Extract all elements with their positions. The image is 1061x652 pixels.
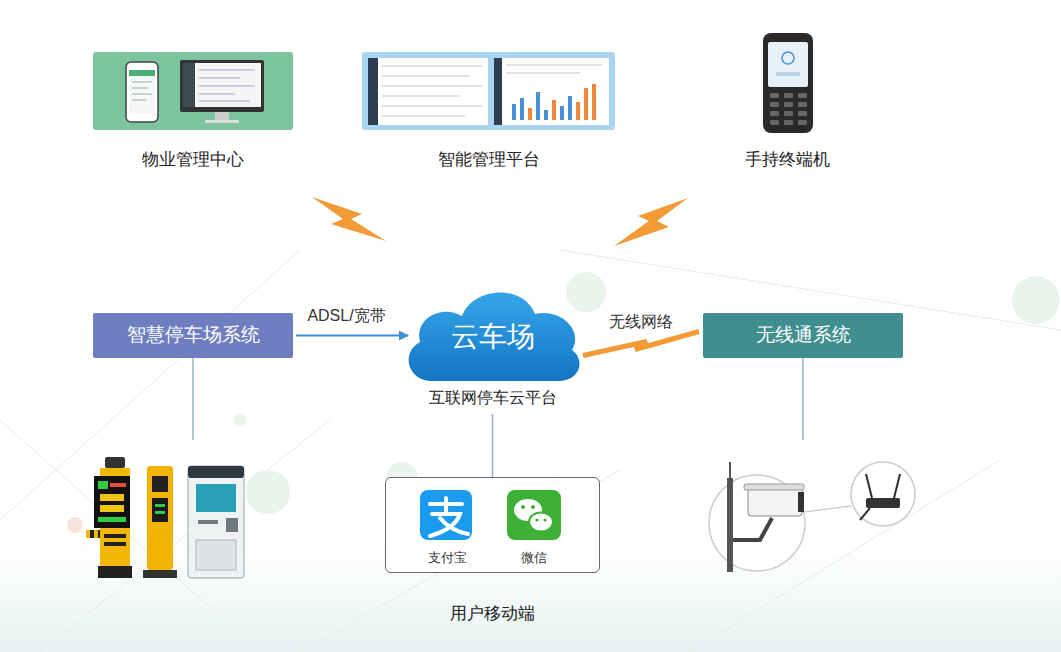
camera-body — [748, 488, 802, 516]
handheld-terminal: 手持终端机 — [737, 33, 837, 177]
lightning-bolt — [312, 197, 386, 241]
node-text: 云车场 — [451, 320, 535, 354]
cloud-platform: 云车场互联网停车云平台 — [400, 278, 585, 410]
screenshot-lines — [506, 65, 602, 73]
connector-line — [492, 414, 494, 477]
parking-equipment — [86, 457, 244, 578]
bar-chart — [512, 84, 596, 120]
monitor-stand — [215, 112, 229, 120]
deco-line — [0, 420, 260, 652]
deco-line — [300, 470, 620, 652]
camera-arm — [733, 518, 772, 540]
screenshot — [494, 58, 609, 125]
node-text: 互联网停车云平台 — [429, 388, 557, 407]
handheld-illustration — [763, 33, 813, 133]
edge-label: 无线网络 — [606, 312, 676, 331]
platform-illustration — [362, 52, 615, 130]
edge-label: ADSL/宽带 — [304, 306, 388, 325]
device-field — [776, 72, 800, 76]
management-center-panel: 物业管理中心 — [93, 52, 293, 177]
kiosk — [147, 466, 173, 570]
panel-ground — [362, 52, 615, 130]
network-lines — [0, 250, 1061, 652]
device-body — [763, 33, 813, 133]
phone-header — [129, 70, 155, 76]
monitor — [180, 60, 264, 112]
deco-line — [690, 460, 1000, 652]
barrier-arm — [86, 530, 102, 538]
monitor-screen — [183, 63, 261, 107]
node-text: 智慧停车场系统 — [127, 324, 260, 347]
device-logo — [782, 52, 794, 64]
phone — [126, 62, 158, 122]
smart-platform-panel: 智能管理平台 — [362, 52, 615, 177]
kiosk-base — [143, 570, 177, 578]
phone-screen — [129, 70, 155, 114]
gate-camera — [105, 457, 125, 468]
device-screen — [768, 42, 808, 87]
management-illustration — [93, 52, 293, 130]
deco-line — [40, 420, 330, 652]
deco-dot — [67, 517, 83, 533]
node-text: 支付宝 — [428, 550, 467, 566]
gate-screen — [94, 476, 130, 528]
wireless-bolt — [583, 332, 699, 356]
connector-line — [296, 335, 408, 337]
wireless-camera — [709, 462, 915, 572]
node-text: 无线通系统 — [756, 324, 851, 347]
deco-dot — [1012, 276, 1060, 324]
node-text: 微信 — [521, 550, 547, 566]
cloud-outline — [409, 292, 580, 381]
gate-base — [98, 566, 132, 578]
deco-dot — [566, 272, 606, 312]
node-text: 智能管理平台 — [438, 150, 540, 170]
screenshot-sidebar — [494, 58, 502, 125]
stem-line — [802, 358, 804, 440]
phone-lines — [132, 82, 152, 100]
panel-ground — [93, 52, 293, 130]
screenshot-lines — [382, 66, 482, 116]
monitor-lines — [199, 70, 255, 101]
wechat-logo — [507, 490, 561, 540]
kiosk-qr — [152, 476, 168, 492]
keypad — [770, 93, 807, 125]
wireless-system-box: 无线通系统 — [703, 313, 903, 358]
wechat-icon: 微信 — [507, 490, 561, 568]
callout-line — [804, 506, 851, 512]
machine-top — [188, 466, 244, 478]
parking-system-box: 智慧停车场系统 — [93, 313, 293, 358]
screenshot — [368, 58, 488, 125]
camera-pole — [727, 478, 733, 572]
machine-screen — [196, 484, 236, 512]
deco-dot — [246, 470, 290, 514]
alipay-icon: 支付宝 — [421, 490, 473, 568]
camera-circle — [709, 475, 805, 571]
deco-dot — [234, 414, 246, 426]
antenna-circle — [851, 462, 915, 526]
screenshot-sidebar — [368, 58, 378, 125]
box-ground — [385, 477, 600, 573]
wireless-module — [866, 498, 900, 508]
stem-line — [192, 358, 194, 440]
monitor-sidebar — [183, 63, 195, 107]
pay-machine — [188, 466, 244, 578]
node-text: 手持终端机 — [745, 150, 830, 170]
node-text: 物业管理中心 — [142, 150, 244, 170]
alipay-logo — [420, 490, 472, 540]
mobile-payment-box: 用户移动端支付宝微信 — [385, 477, 600, 573]
node-text: 用户移动端 — [450, 604, 535, 624]
monitor-base — [205, 120, 239, 123]
lightning-bolt — [614, 198, 688, 246]
kiosk-screen — [152, 498, 168, 522]
